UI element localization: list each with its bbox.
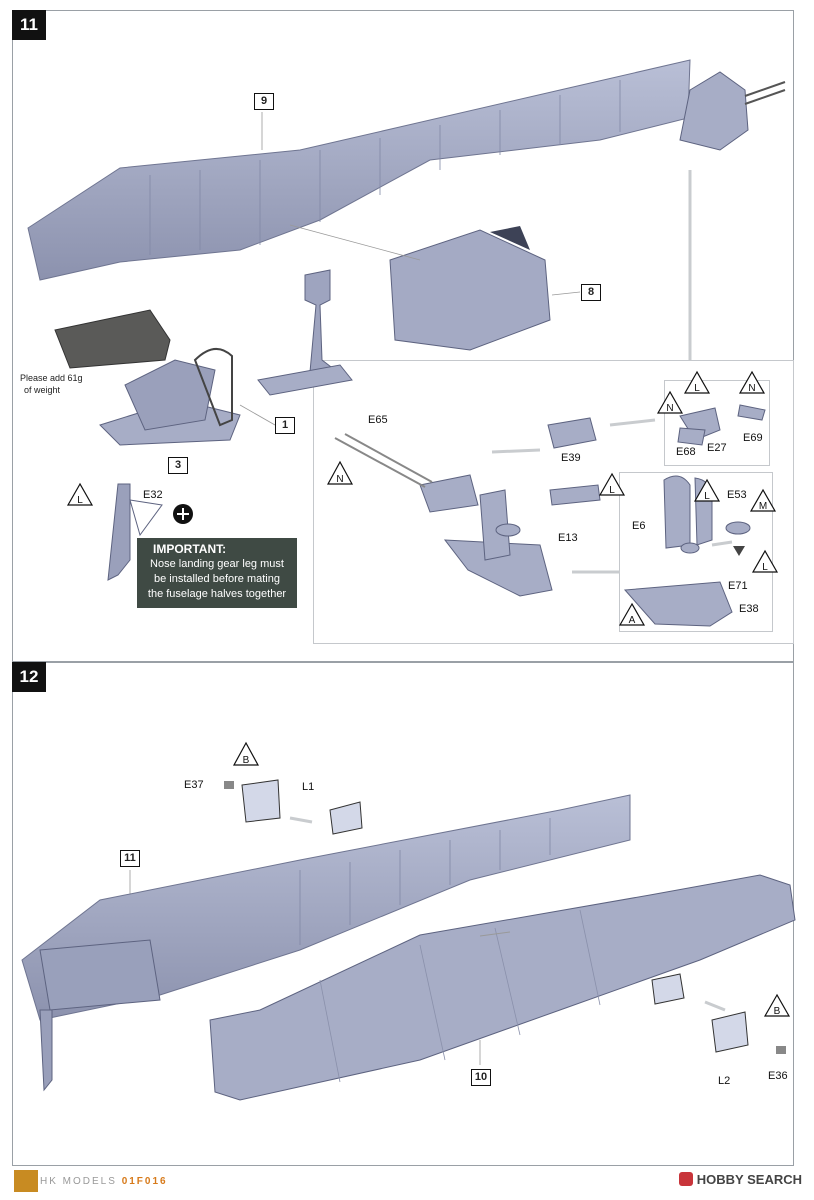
weight-note: Please add 61g of weight: [20, 372, 83, 396]
ref-box-10: 10: [471, 1069, 491, 1086]
paint-L-3: L: [704, 491, 710, 502]
part-E37: E37: [184, 779, 204, 791]
important-line-1: Nose landing gear leg must: [150, 558, 284, 570]
compartment-block: [389, 229, 551, 351]
fuselage-right-half: [209, 874, 796, 1101]
fuselage-left-half: [27, 59, 691, 281]
paint-B-1: B: [243, 755, 250, 766]
footer-brand: HK MODELS 01F016: [40, 1176, 168, 1187]
part-E68: E68: [676, 446, 696, 458]
tail-gun-assembly: [679, 71, 749, 151]
footer-code: 01F016: [121, 1176, 168, 1187]
step-number-12: 12: [12, 662, 46, 692]
important-title: IMPORTANT:: [153, 542, 227, 556]
step-11-panel: [12, 10, 794, 662]
important-line-2: be installed before mating: [154, 573, 280, 585]
important-line-3: the fuselage halves together: [147, 588, 287, 600]
part-E38: E38: [739, 603, 759, 615]
part-E32: E32: [143, 489, 163, 501]
part-E65: E65: [368, 414, 388, 426]
part-E71: E71: [728, 580, 748, 592]
hobby-search-text: HOBBY SEARCH: [696, 1172, 802, 1187]
part-E69: E69: [743, 432, 763, 444]
part-L1: L1: [302, 781, 315, 793]
seat-mount-left: [443, 539, 553, 597]
weight-note-line-1: Please add 61g: [20, 373, 83, 383]
sub-assembly-panel: [313, 360, 794, 644]
sub-assembly-top-box: [664, 380, 770, 466]
paint-L-5: L: [77, 495, 83, 506]
part-E27: E27: [707, 442, 727, 454]
paint-M: M: [759, 501, 767, 512]
ref-box-3: 3: [168, 457, 188, 474]
part-E39: E39: [561, 452, 581, 464]
ref-box-11: 11: [120, 850, 140, 867]
part-E6: E6: [632, 520, 646, 532]
nose-landing-gear: [107, 483, 131, 581]
sub-assembly-seat-box: [619, 472, 773, 632]
paint-N-3: N: [666, 403, 673, 414]
footer-brand-name: HK MODELS: [40, 1176, 117, 1187]
nose-weight-block: [54, 309, 171, 369]
ref-box-8: 8: [581, 284, 601, 301]
hobby-search-watermark: HOBBY SEARCH: [678, 1172, 802, 1187]
control-column: [304, 269, 337, 373]
paint-L-1: L: [694, 383, 700, 394]
important-note: IMPORTANT: Nose landing gear leg must be…: [137, 538, 297, 608]
part-E13: E13: [558, 532, 578, 544]
ref-box-9: 9: [254, 93, 274, 110]
window-L2: [711, 1011, 749, 1053]
part-E36: E36: [768, 1070, 788, 1082]
seat-base-E38: [623, 581, 733, 627]
hk-models-logo: [14, 1170, 38, 1192]
paint-L-2: L: [609, 485, 615, 496]
part-L2: L2: [718, 1075, 731, 1087]
paint-B-2: B: [774, 1006, 781, 1017]
seat-back-E6: [663, 475, 691, 549]
paint-N-1: N: [336, 474, 343, 485]
paint-N-2: N: [748, 383, 755, 394]
paint-A: A: [629, 615, 636, 626]
window-L1: [241, 779, 281, 823]
step-number-11: 11: [12, 10, 46, 40]
hobby-search-logo-icon: [678, 1172, 693, 1186]
ref-box-1: 1: [275, 417, 295, 434]
paint-L-4: L: [762, 562, 768, 573]
part-E53: E53: [727, 489, 747, 501]
weight-note-line-2: of weight: [24, 385, 61, 395]
